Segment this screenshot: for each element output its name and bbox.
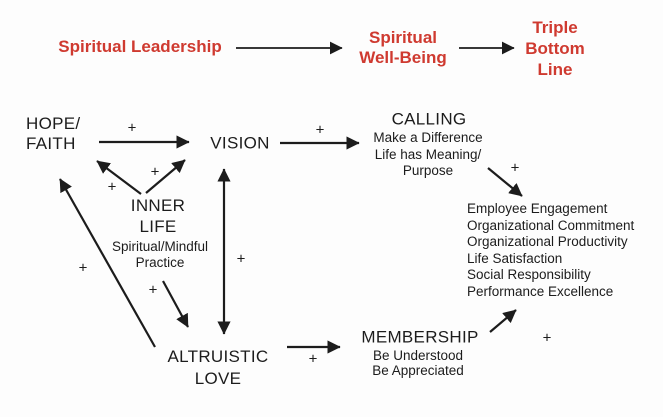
arrow-inner-life-to-vision — [145, 159, 186, 194]
node-inner-life-subtitle: Spiritual/Mindful Practice — [111, 239, 209, 270]
arrow-altruistic-love-to-hope-faith — [59, 178, 156, 348]
plus-inner-life-to-hope-faith: + — [107, 178, 117, 196]
plus-hope-faith-to-vision: + — [127, 119, 137, 137]
node-inner-life-title: INNER LIFE — [130, 196, 186, 236]
node-calling-title: CALLING — [391, 109, 467, 129]
plus-calling-to-outcomes: + — [510, 159, 520, 177]
node-calling-subtitle: Make a Difference Life has Meaning/ Purp… — [373, 130, 483, 178]
plus-vision-altruistic-love: + — [236, 250, 246, 268]
arrow-membership-to-outcomes — [489, 309, 517, 333]
node-membership-subtitle: Be Understood Be Appreciated — [372, 348, 464, 378]
node-membership-title: MEMBERSHIP — [361, 327, 479, 347]
plus-inner-life-to-vision: + — [150, 163, 160, 181]
label-triple-bottom-line: Triple Bottom Line — [525, 18, 585, 79]
node-hope-faith: HOPE/ FAITH — [26, 114, 81, 153]
node-altruistic-love: ALTRUISTIC LOVE — [167, 347, 269, 388]
plus-altruistic-love-to-hope-faith: + — [78, 259, 88, 277]
plus-vision-to-calling: + — [315, 121, 325, 139]
arrow-inner-life-to-altruistic-love — [162, 280, 189, 328]
node-vision: VISION — [210, 133, 270, 153]
arrow-calling-to-outcomes — [487, 167, 523, 197]
label-spiritual-well-being: Spiritual Well-Being — [359, 28, 447, 67]
plus-inner-life-to-altruistic-love: + — [148, 281, 158, 299]
arrow-inner-life-to-hope-faith — [96, 160, 142, 195]
label-spiritual-leadership: Spiritual Leadership — [58, 37, 222, 56]
plus-altruistic-love-to-membership: + — [308, 350, 318, 368]
plus-membership-to-outcomes: + — [542, 329, 552, 347]
outcomes-list: Employee Engagement Organizational Commi… — [467, 201, 635, 299]
